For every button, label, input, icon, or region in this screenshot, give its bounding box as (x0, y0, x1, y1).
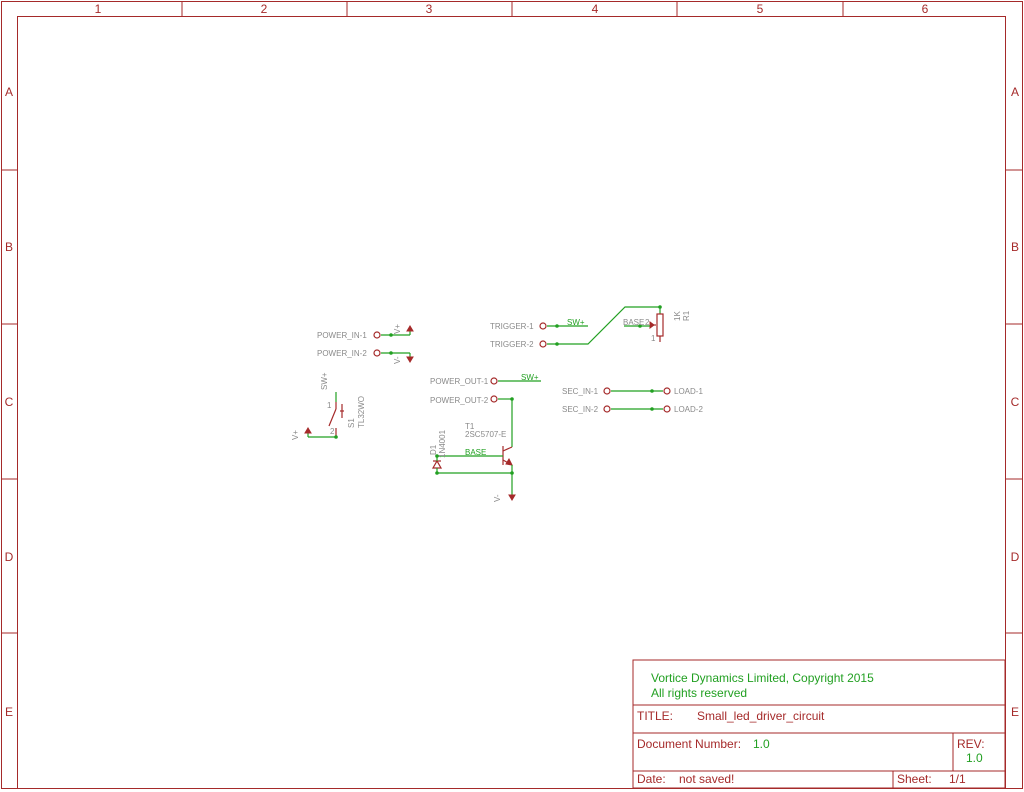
copyright-notice: All rights reserved (651, 686, 747, 700)
transistor-name: T1 (465, 422, 475, 431)
column-label-5: 5 (757, 2, 764, 16)
row-label-e-left: E (5, 705, 13, 719)
sec-in-2-label: SEC_IN-2 (562, 405, 599, 414)
transistor-value: 2SC5707-E (465, 430, 506, 439)
row-label-d-left: D (5, 550, 14, 564)
power-in-vminus-label: V- (393, 356, 402, 364)
trigger-1-pad[interactable] (539, 322, 547, 330)
column-label-6: 6 (922, 2, 929, 16)
resistor-pin2-number: 2 (645, 318, 650, 327)
vminus-supply-icon (406, 356, 414, 363)
transistor-vminus-supply-icon (508, 494, 516, 501)
switch-pin1-number: 1 (327, 401, 332, 410)
transistor-vminus-label: V- (493, 494, 502, 502)
revision-value: 1.0 (966, 751, 983, 765)
row-label-d-right: D (1011, 550, 1020, 564)
switch-swplus-label: SW+ (320, 372, 329, 390)
power-in-2-label: POWER_IN-2 (317, 349, 367, 358)
row-label-e-right: E (1011, 705, 1019, 719)
trigger-connector[interactable]: TRIGGER-1 SW+ TRIGGER-2 (490, 306, 660, 349)
row-label-a-right: A (1011, 85, 1019, 99)
column-label-4: 4 (592, 2, 599, 16)
row-label-c-left: C (5, 395, 14, 409)
resistor-pin1-number: 1 (651, 334, 656, 343)
row-label-b-left: B (5, 240, 13, 254)
sheet-label: Sheet: (897, 772, 932, 786)
trigger-1-label: TRIGGER-1 (490, 322, 534, 331)
column-label-3: 3 (426, 2, 433, 16)
trigger-2-wire (547, 306, 660, 345)
document-number-label: Document Number: (637, 737, 741, 751)
diode-triangle-icon (431, 459, 443, 469)
switch-vplus-supply-icon (304, 427, 312, 434)
sec-load-connector[interactable]: SEC_IN-1 LOAD-1 SEC_IN-2 LOAD-2 (562, 387, 703, 414)
switch-value: TL32WO (357, 396, 366, 428)
row-dividers (1, 169, 1023, 634)
resistor-value: 1K (673, 311, 682, 321)
sec-in-2-pad[interactable] (603, 405, 611, 413)
switch-lever (328, 408, 337, 427)
transistor-t1[interactable]: T1 2SC5707-E BASE V- (437, 422, 516, 502)
row-label-a-left: A (5, 85, 13, 99)
sec-in-1-label: SEC_IN-1 (562, 387, 599, 396)
switch-s1[interactable]: SW+ V+ 1 2 S1 TL32WO (291, 372, 366, 440)
column-dividers (181, 1, 844, 17)
document-number-value: 1.0 (753, 737, 770, 751)
date-value: not saved! (679, 772, 734, 786)
switch-name: S1 (347, 418, 356, 428)
power-out-1-pad[interactable] (490, 377, 498, 385)
trigger-2-pad[interactable] (539, 340, 547, 348)
diode-d1[interactable]: D1 1N4001 (429, 429, 512, 475)
trigger-2-label: TRIGGER-2 (490, 340, 534, 349)
power-out-connector[interactable]: POWER_OUT-1 SW+ POWER_OUT-2 (430, 373, 541, 447)
title-value: Small_led_driver_circuit (697, 709, 825, 723)
power-out-swplus-label: SW+ (521, 373, 539, 382)
switch-pin2-number: 2 (330, 427, 335, 436)
load-1-label: LOAD-1 (674, 387, 703, 396)
revision-label: REV: (957, 737, 985, 751)
power-out-2-pad[interactable] (490, 395, 498, 403)
wiper-arrow-icon (649, 321, 655, 329)
company-name: Vortice Dynamics Limited, Copyright 2015 (651, 671, 874, 685)
resistor-r1[interactable]: BASE 2 1 1K R1 (623, 305, 691, 343)
title-label: TITLE: (637, 709, 673, 723)
load-2-pad[interactable] (663, 405, 671, 413)
row-label-c-right: C (1011, 395, 1020, 409)
power-in-connector[interactable]: POWER_IN-1 V+ POWER_IN-2 V- (317, 324, 414, 364)
power-in-2-pad[interactable] (373, 349, 381, 357)
sec-in-1-pad[interactable] (603, 387, 611, 395)
power-out-1-label: POWER_OUT-1 (430, 377, 489, 386)
diode-name: D1 (429, 444, 438, 455)
load-2-label: LOAD-2 (674, 405, 703, 414)
switch-vplus-label: V+ (291, 430, 300, 440)
transistor-base-label: BASE (465, 448, 486, 457)
resistor-body (656, 313, 664, 337)
column-label-1: 1 (95, 2, 102, 16)
sheet-value: 1/1 (949, 772, 966, 786)
power-in-1-pad[interactable] (373, 331, 381, 339)
title-block (632, 659, 1006, 789)
column-label-2: 2 (261, 2, 268, 16)
emitter-arrow-icon (505, 457, 513, 466)
load-1-pad[interactable] (663, 387, 671, 395)
power-in-vplus-label: V+ (393, 324, 402, 334)
diode-value: 1N4001 (438, 429, 447, 458)
date-label: Date: (637, 772, 666, 786)
power-out-2-label: POWER_OUT-2 (430, 396, 489, 405)
trigger-swplus-label: SW+ (567, 318, 585, 327)
resistor-base-label: BASE (623, 318, 644, 327)
vplus-supply-icon (406, 325, 414, 332)
power-in-1-label: POWER_IN-1 (317, 331, 367, 340)
row-label-b-right: B (1011, 240, 1019, 254)
resistor-name: R1 (682, 310, 691, 321)
